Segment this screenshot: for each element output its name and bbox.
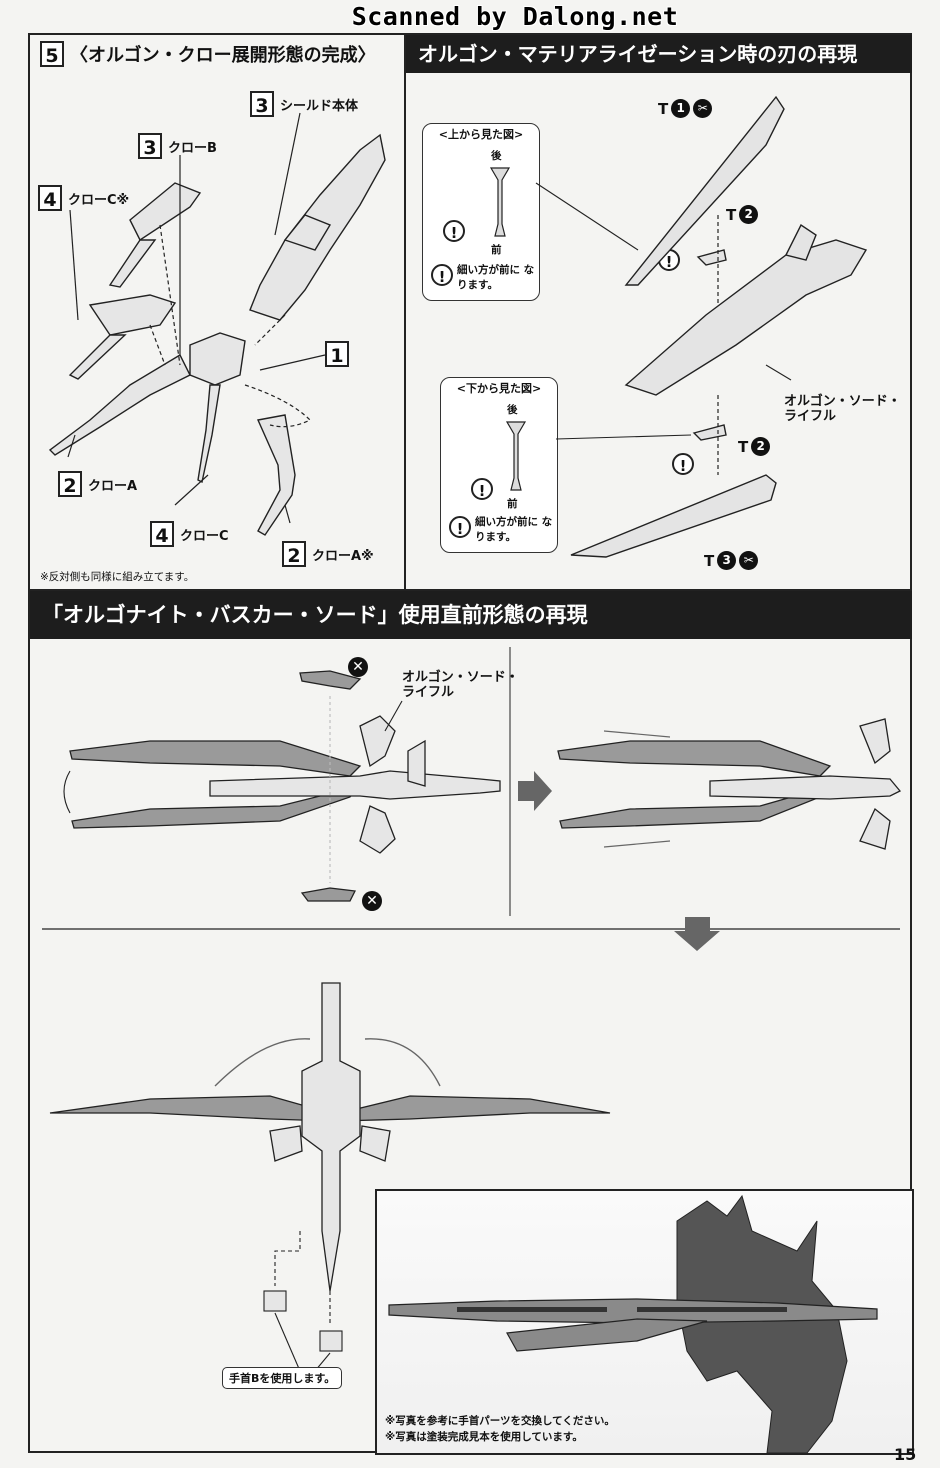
weapon-label: オルゴン・ソード・ ライフル [784,394,901,424]
buscar-title: 「オルゴナイト・バスカー・ソード」使用直前形態の再現 [42,603,588,627]
photo-note-2: ※写真は塗装完成見本を使用しています。 [385,1431,583,1443]
bottom-view-note-icon: ! [449,516,471,538]
materialize-panel: オルゴン・マテリアライゼーション時の刃の再現 <上から見た図> 後 ! 前 ! … [404,33,912,591]
watermark: Scanned by Dalong.net [351,2,679,31]
remove-icon-top: ✕ [348,657,368,677]
lower-warning-icon: ! [672,453,694,475]
buscar-illustration [42,647,902,1372]
part-label-1: 1 [325,341,349,367]
robot-photo [388,1194,878,1453]
step5-title: 〈オルゴン・クロー展開形態の完成〉 [70,45,376,66]
bottom-view-back: 後 [507,404,518,416]
materialize-header: オルゴン・マテリアライゼーション時の刃の再現 [406,35,912,73]
bottom-view-part-icon [505,421,527,491]
claw-assembly-illustration [48,112,386,536]
buscar-header: 「オルゴナイト・バスカー・ソード」使用直前形態の再現 [30,591,912,639]
bottom-view-note: 細い方が前に なります。 [475,516,553,543]
top-view-front: 前 [491,244,502,256]
page-number: 15 [894,1445,917,1464]
top-view-note: 細い方が前に なります。 [457,264,535,291]
finished-model-photo: ※写真を参考に手首パーツを交換してください。 ※写真は塗装完成見本を使用していま… [375,1189,914,1455]
step5-header: 5 〈オルゴン・クロー展開形態の完成〉 [40,41,376,67]
photo-note-1: ※写真を参考に手首パーツを交換してください。 [385,1415,615,1427]
step5-number: 5 [40,41,64,67]
bottom-view-box: <下から見た図> 後 ! 前 ! 細い方が前に なります。 [440,377,558,553]
cut-icon: ✂ [693,99,713,118]
blade-illustration [535,95,868,558]
buscar-panel: 「オルゴナイト・バスカー・ソード」使用直前形態の再現 ✕ ✕ オルゴン・ソード・… [28,589,914,1455]
bottom-view-front: 前 [507,498,518,510]
step5-note: ※反対側も同様に組み立てます。 [40,571,195,583]
top-view-back: 後 [491,150,502,162]
hand-note: 手首Bを使用します。 [222,1367,343,1389]
top-view-title: <上から見た図> [438,128,524,141]
buscar-weapon-label: オルゴン・ソード・ ライフル [402,670,519,700]
bottom-view-title: <下から見た図> [456,382,542,395]
top-view-box: <上から見た図> 後 ! 前 ! 細い方が前に なります。 [422,123,540,301]
cut-icon: ✂ [739,551,759,570]
bottom-view-warning-icon: ! [471,478,493,500]
top-view-note-icon: ! [431,264,453,286]
materialize-title: オルゴン・マテリアライゼーション時の刃の再現 [418,42,858,66]
top-view-warning-icon: ! [443,220,465,242]
top-view-part-icon [489,167,511,237]
remove-icon-bottom: ✕ [362,891,382,911]
